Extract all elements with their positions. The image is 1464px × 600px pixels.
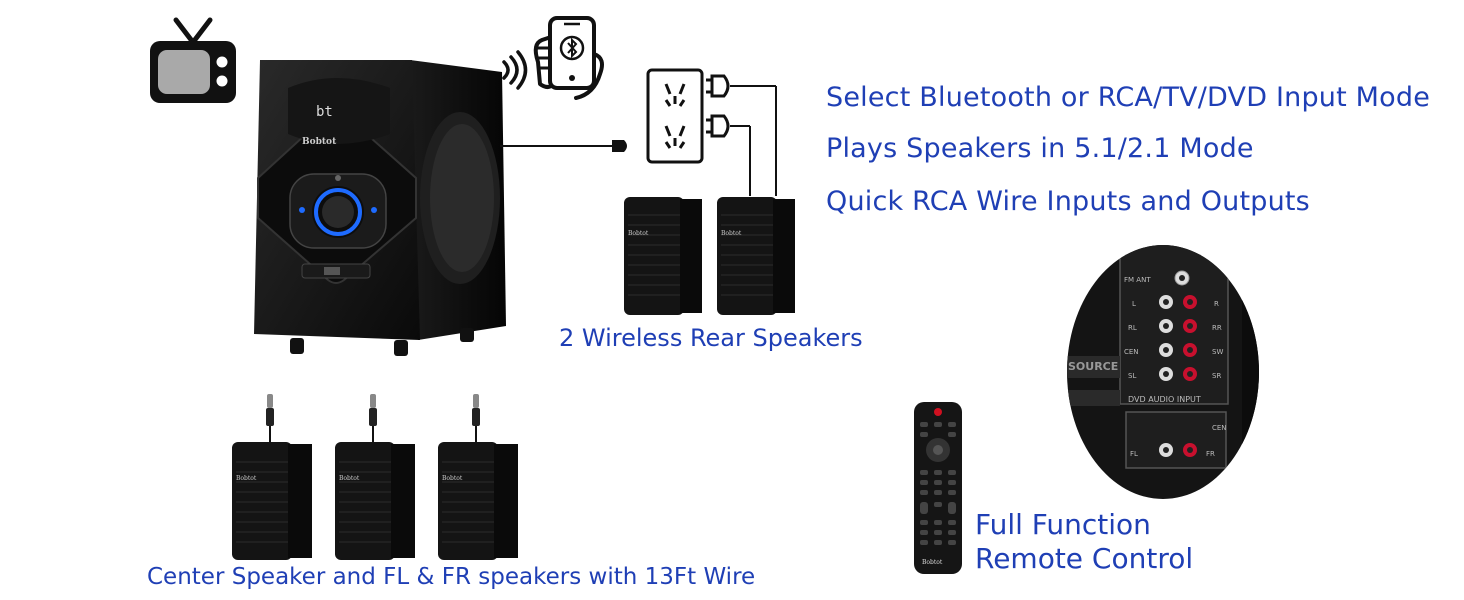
feature-mode: Plays Speakers in 5.1/2.1 Mode	[826, 133, 1254, 164]
rca-label-sl: SL	[1128, 372, 1136, 380]
speaker-brand: Bobtot	[339, 475, 360, 482]
remote-caption-line1: Full Function	[975, 508, 1151, 541]
plug-icon	[704, 74, 784, 199]
rca-source-label: SOURCE	[1068, 360, 1118, 373]
power-cable	[500, 140, 630, 156]
rear-speakers-caption: 2 Wireless Rear Speakers	[559, 324, 863, 352]
wifi-waves-icon	[500, 50, 530, 90]
display-text: bt	[316, 104, 333, 120]
feature-bluetooth: Select Bluetooth or RCA/TV/DVD Input Mod…	[826, 82, 1431, 113]
rca-label-fm-ant: FM ANT	[1124, 276, 1151, 284]
rear-speaker-right: Bobtot	[715, 195, 797, 317]
remote-caption-line2: Remote Control	[975, 542, 1194, 575]
speaker-brand: Bobtot	[721, 230, 742, 237]
rca-label-rl: RL	[1128, 324, 1137, 332]
front-left-speaker: Bobtot	[333, 392, 417, 564]
rca-label-r: R	[1214, 300, 1219, 308]
rca-label-fl: FL	[1130, 450, 1138, 458]
rear-speaker-left: Bobtot	[622, 195, 704, 317]
rca-panel-closeup: FM ANT L R RL RR CEN SW SL SR DVD AUDIO …	[1066, 244, 1260, 500]
rca-label-l: L	[1132, 300, 1136, 308]
speaker-brand: Bobtot	[442, 475, 463, 482]
rca-label-rr: RR	[1212, 324, 1222, 332]
speaker-brand: Bobtot	[236, 475, 257, 482]
remote-caption: Full Function Remote Control	[975, 508, 1193, 576]
front-speakers-caption: Center Speaker and FL & FR speakers with…	[147, 564, 756, 590]
subwoofer-unit: bt Bobtot	[240, 58, 510, 358]
rca-label-cen-bottom: CEN	[1212, 424, 1227, 432]
power-outlet-icon	[646, 68, 704, 164]
rca-label-cen: CEN	[1124, 348, 1139, 356]
smartphone-bluetooth-icon	[528, 14, 610, 100]
rca-label-fr: FR	[1206, 450, 1215, 458]
front-right-speaker: Bobtot	[436, 392, 520, 564]
feature-rca: Quick RCA Wire Inputs and Outputs	[826, 186, 1310, 217]
center-speaker: Bobtot	[230, 392, 314, 564]
rca-label-sw: SW	[1212, 348, 1223, 356]
speaker-brand: Bobtot	[628, 230, 649, 237]
remote-brand: Bobtot	[922, 559, 943, 566]
brand-text: Bobtot	[302, 137, 337, 147]
remote-control: Bobtot	[912, 400, 964, 576]
tv-icon	[148, 14, 238, 106]
rca-dvd-input: DVD AUDIO INPUT	[1128, 395, 1201, 404]
rca-label-sr: SR	[1212, 372, 1221, 380]
